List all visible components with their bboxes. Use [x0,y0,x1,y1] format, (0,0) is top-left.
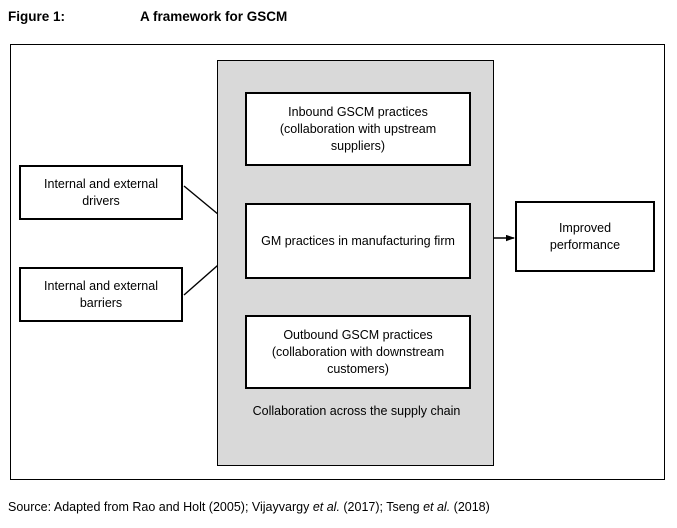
node-gm-practices: GM practices in manufacturing firm [245,203,471,279]
node-inbound-gscm-practices: Inbound GSCM practices (collaboration wi… [245,92,471,166]
node-drivers-label: Internal and external drivers [44,176,158,208]
source-italic-1: et al. [312,500,340,514]
node-internal-external-barriers: Internal and external barriers [19,267,183,322]
node-performance-label: Improved performance [549,220,621,252]
figure-frame: Inbound GSCM practices (collaboration wi… [10,44,665,480]
collaboration-panel: Inbound GSCM practices (collaboration wi… [217,60,494,466]
source-middle: (2017); Tseng [339,500,424,514]
figure-number-label: Figure 1: [8,9,66,24]
node-inbound-label: Inbound GSCM practices (collaboration wi… [279,104,437,153]
source-line: Source: Adapted from Rao and Holt (2005)… [8,498,668,516]
figure-caption: Figure 1: A framework for GSCM [8,6,608,28]
node-internal-external-drivers: Internal and external drivers [19,165,183,220]
node-gm-label: GM practices in manufacturing firm [261,233,455,248]
node-outbound-gscm-practices: Outbound GSCM practices (collaboration w… [245,315,471,389]
source-suffix: (2018) [450,500,490,514]
figure-title: A framework for GSCM [140,9,288,24]
source-italic-2: et al. [423,500,451,514]
node-outbound-label: Outbound GSCM practices (collaboration w… [271,327,445,376]
node-improved-performance: Improved performance [515,201,655,272]
collaboration-panel-label: Collaboration across the supply chain [252,404,461,418]
node-barriers-label: Internal and external barriers [44,278,158,310]
source-prefix: Source: Adapted from Rao and Holt (2005)… [8,500,313,514]
